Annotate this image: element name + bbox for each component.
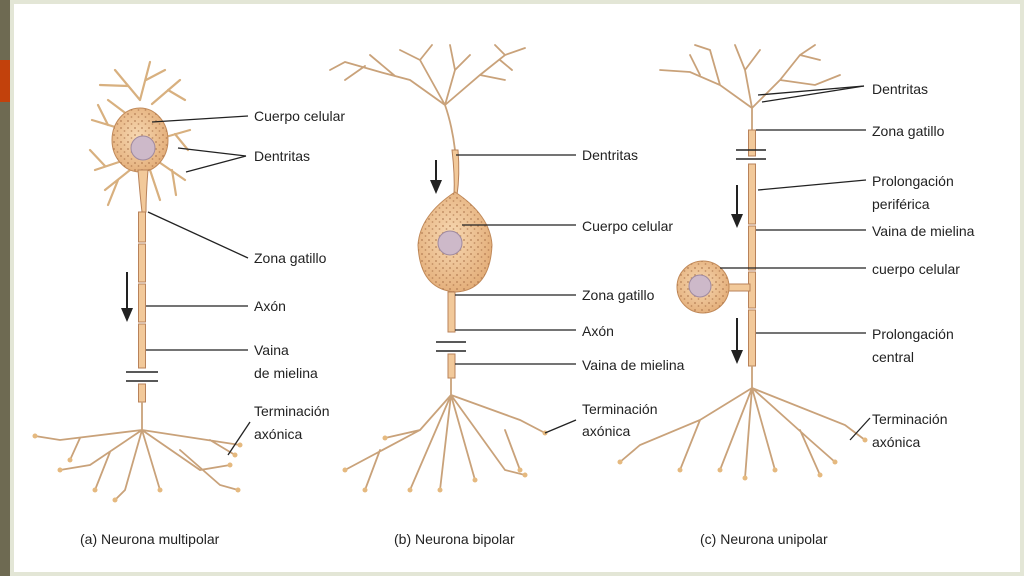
- neuron-bipolar: Dentritas Cuerpo celular Zona gatillo Ax…: [329, 44, 685, 547]
- label-c-periferica-line1: Prolongación: [872, 173, 954, 189]
- label-b-axon: Axón: [582, 323, 614, 339]
- label-c-terminacion-line1: Terminación: [872, 411, 947, 427]
- left-frame-bar: [0, 0, 10, 576]
- label-a-vaina-line1: Vaina: [254, 342, 289, 358]
- label-b-vaina: Vaina de mielina: [582, 357, 685, 373]
- neuron-a-dendrites: [88, 60, 192, 207]
- caption-a: (a) Neurona multipolar: [80, 531, 220, 547]
- label-a-terminacion-line2: axónica: [254, 426, 302, 442]
- slide-canvas: Cuerpo celular Dentritas Zona gatillo Ax…: [14, 4, 1020, 572]
- label-c-periferica-line2: periférica: [872, 196, 930, 212]
- label-a-axon: Axón: [254, 298, 286, 314]
- label-b-zona-gatillo: Zona gatillo: [582, 287, 655, 303]
- label-c-zona-gatillo: Zona gatillo: [872, 123, 945, 139]
- neuron-multipolar: Cuerpo celular Dentritas Zona gatillo Ax…: [32, 60, 345, 547]
- caption-b: (b) Neurona bipolar: [394, 531, 515, 547]
- label-b-terminacion-line2: axónica: [582, 423, 630, 439]
- label-c-dentritas: Dentritas: [872, 81, 928, 97]
- label-c-cuerpo-celular: cuerpo celular: [872, 261, 960, 277]
- left-accent-marker: [0, 60, 10, 102]
- label-c-central-line2: central: [872, 349, 914, 365]
- label-b-terminacion-line1: Terminación: [582, 401, 657, 417]
- neuron-unipolar: Dentritas Zona gatillo Prolongación peri…: [617, 44, 975, 547]
- label-b-cuerpo-celular: Cuerpo celular: [582, 218, 673, 234]
- label-c-vaina: Vaina de mielina: [872, 223, 975, 239]
- label-b-dentritas: Dentritas: [582, 147, 638, 163]
- label-c-central-line1: Prolongación: [872, 326, 954, 342]
- label-a-dentritas: Dentritas: [254, 148, 310, 164]
- label-a-cuerpo-celular: Cuerpo celular: [254, 108, 345, 124]
- label-a-terminacion-line1: Terminación: [254, 403, 329, 419]
- label-c-terminacion-line2: axónica: [872, 434, 920, 450]
- neuron-diagram: Cuerpo celular Dentritas Zona gatillo Ax…: [32, 44, 975, 547]
- caption-c: (c) Neurona unipolar: [700, 531, 828, 547]
- label-a-vaina-line2: de mielina: [254, 365, 318, 381]
- label-a-zona-gatillo: Zona gatillo: [254, 250, 327, 266]
